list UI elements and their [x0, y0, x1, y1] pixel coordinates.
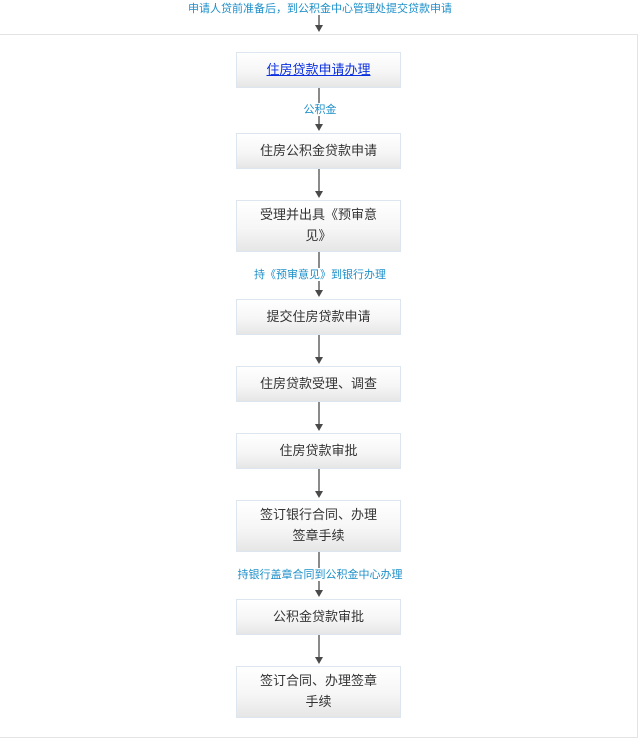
step-sign-contract: 签订合同、办理签章手续: [236, 666, 401, 718]
step-loan-acceptance-investigation: 住房贷款受理、调查: [236, 366, 401, 402]
step-sign-bank-contract: 签订银行合同、办理签章手续: [236, 500, 401, 552]
step-preliminary-review: 受理并出具《预审意见》: [236, 200, 401, 252]
edge-label-bring-contract-to-center: 持银行盖章合同到公积金中心办理: [236, 568, 404, 581]
edge-label-provident-fund: 公积金: [302, 103, 338, 116]
step-loan-application[interactable]: 住房贷款申请办理: [236, 52, 401, 88]
step-provident-fund-approval: 公积金贷款审批: [236, 599, 401, 635]
arrow-head: [315, 25, 323, 32]
step-submit-housing-loan: 提交住房贷款申请: [236, 299, 401, 335]
loan-application-link[interactable]: 住房贷款申请办理: [266, 62, 371, 78]
step-provident-fund-application: 住房公积金贷款申请: [236, 133, 401, 169]
top-caption: 申请人贷前准备后，到公积金中心管理处提交贷款申请: [187, 2, 453, 15]
step-loan-approval: 住房贷款审批: [236, 433, 401, 469]
edge-label-bring-review-to-bank: 持《预审意见》到银行办理: [253, 268, 387, 281]
